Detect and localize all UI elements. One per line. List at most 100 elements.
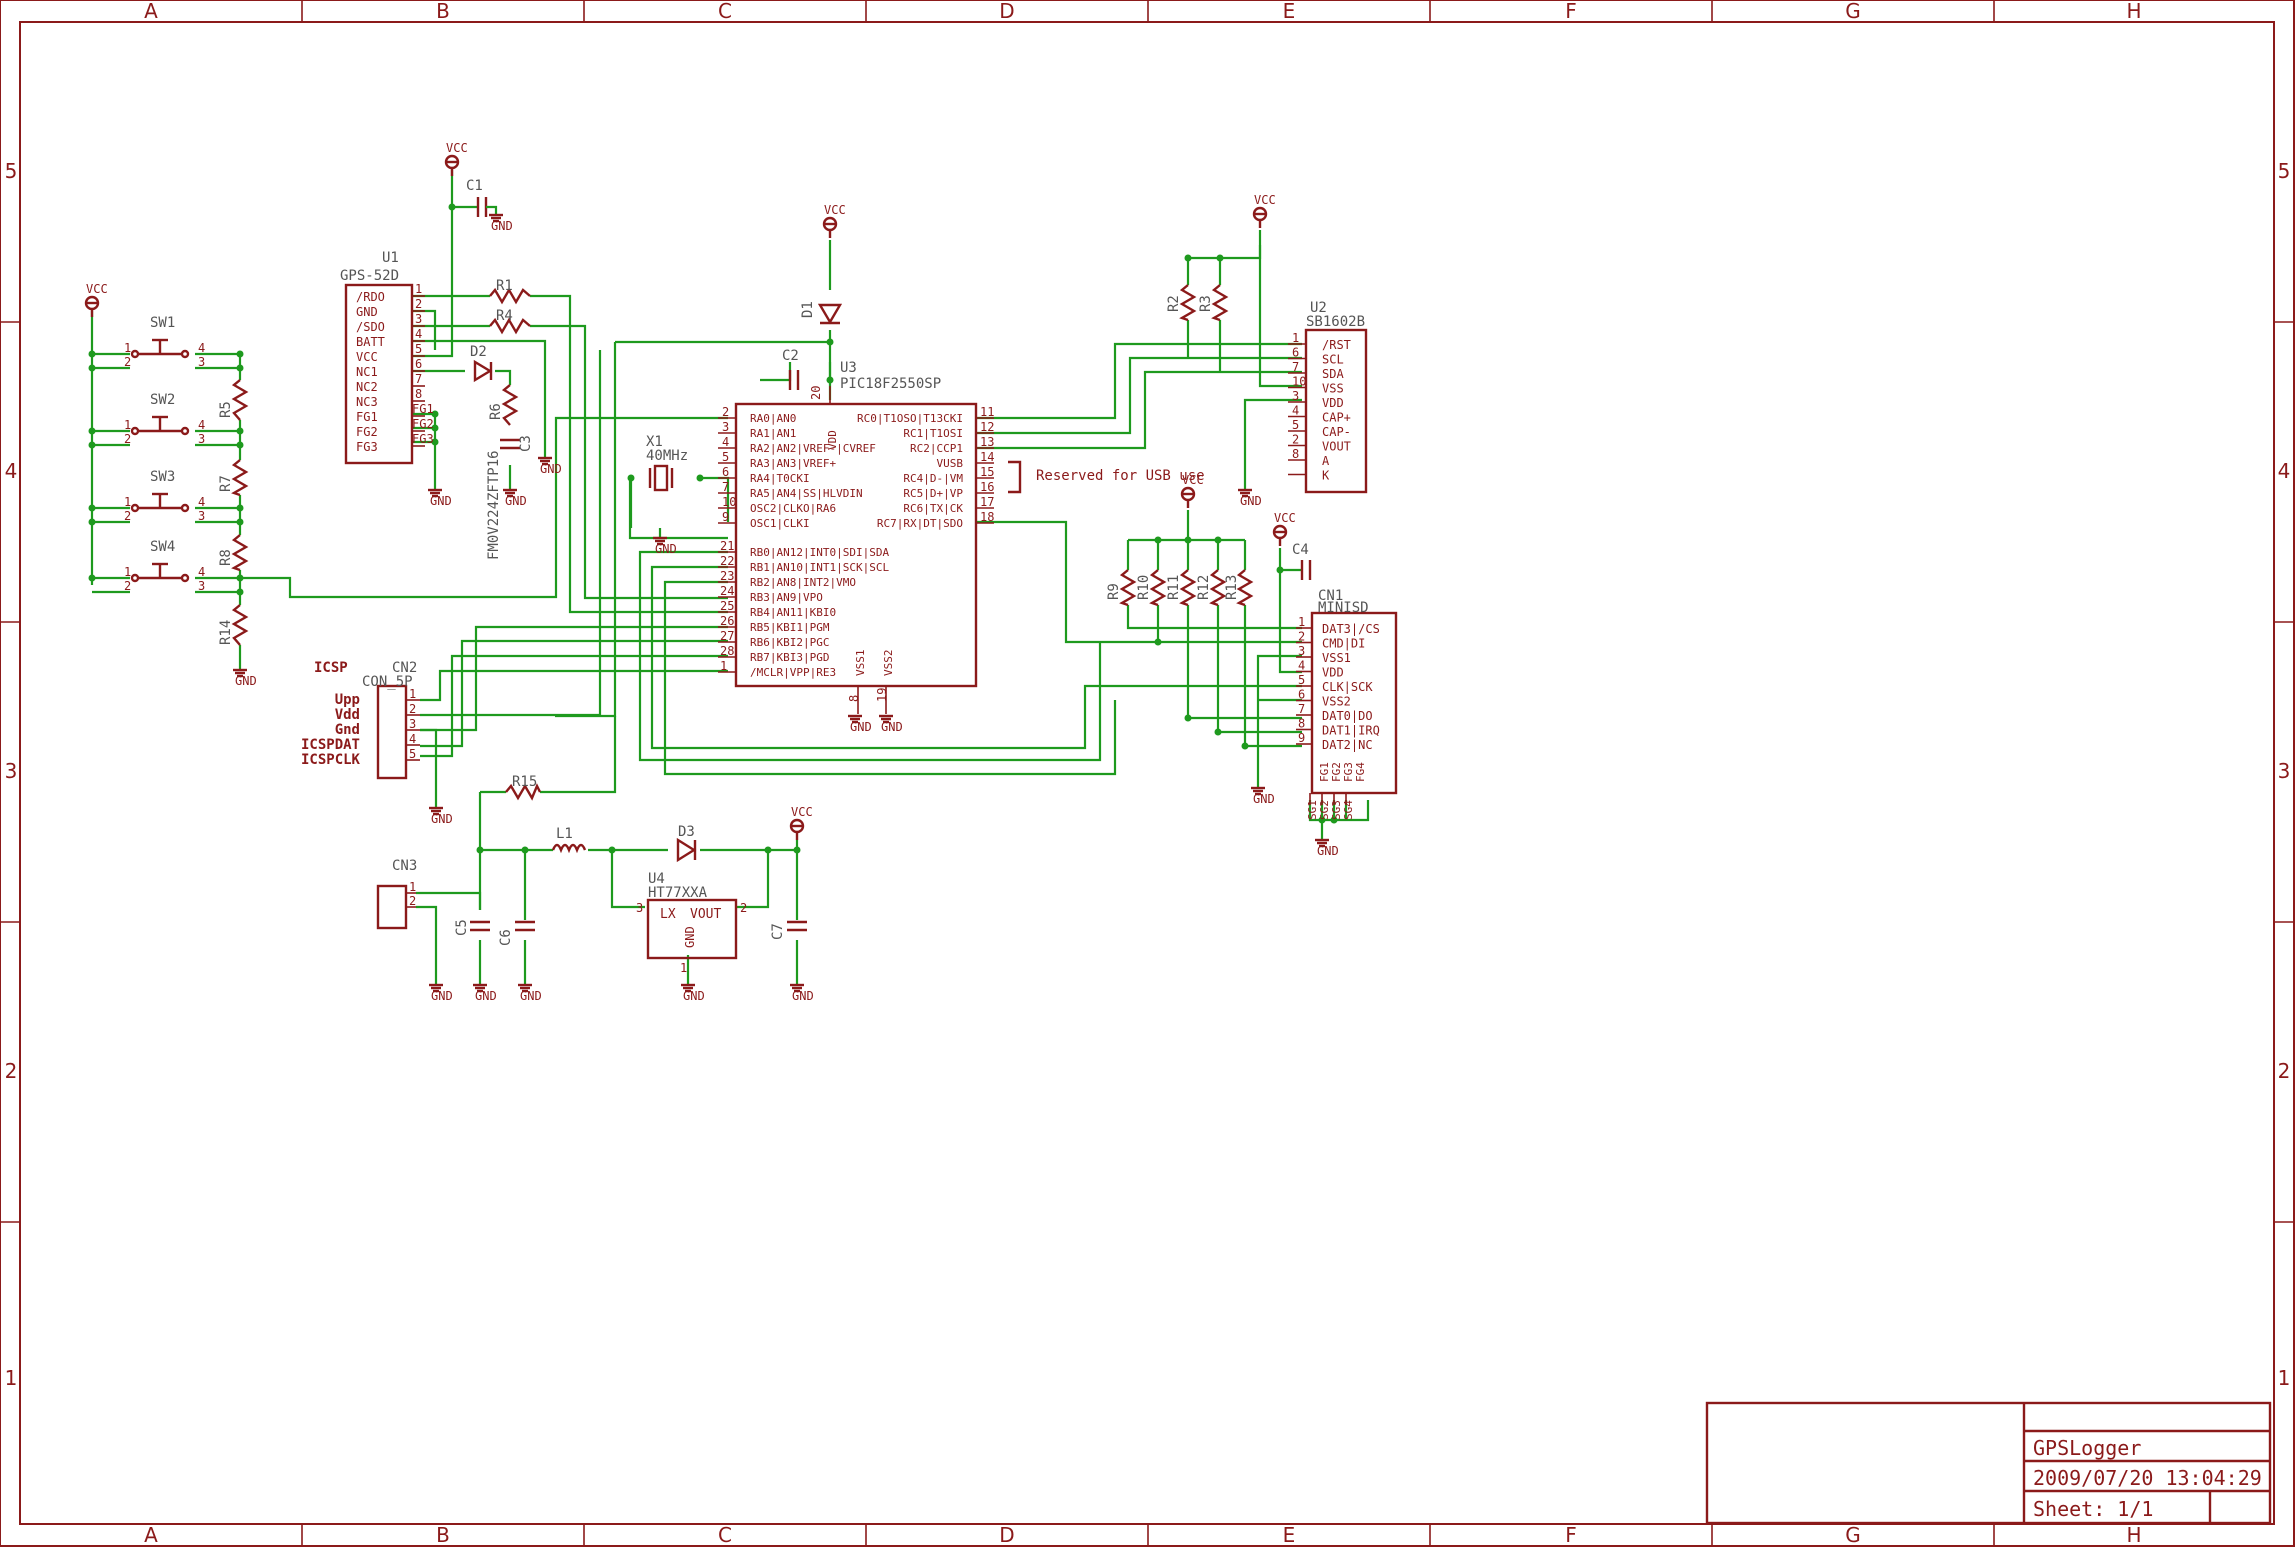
cn1-pin-label-1: CMD|DI: [1322, 637, 1365, 651]
junction-dot: [521, 846, 529, 854]
junction-dot: [1154, 638, 1162, 646]
vcc-symbol: VCC: [1272, 511, 1296, 546]
u3-right-num-4: 15: [980, 465, 994, 479]
row-label-right-2: 2: [2278, 1059, 2291, 1083]
u3-left-num-2: 4: [722, 435, 729, 449]
sw3-pin4: 4: [198, 495, 205, 509]
vcc-label-5: VCC: [1274, 511, 1296, 525]
cn2-pin-num-4: 5: [409, 747, 416, 761]
u1-pin-num-0: 1: [415, 282, 422, 296]
ground-symbol: GND: [790, 983, 814, 1003]
vcc-label-6: VCC: [791, 805, 813, 819]
r3-ref: R3: [1198, 295, 1214, 312]
r6-ref: R6: [488, 403, 504, 420]
cn3-ref: CN3: [392, 858, 417, 874]
u3-left-num-7: 9: [722, 510, 729, 524]
u3-body: [734, 402, 978, 688]
l1-ref: L1: [556, 826, 573, 842]
u1-ref: U1: [382, 250, 399, 266]
u3-vdd-label: VDD: [826, 430, 839, 450]
u3-right-pin-4: RC4|D-|VM: [903, 472, 963, 485]
u2-pin-label-9: K: [1322, 469, 1330, 483]
u4-lx: LX: [660, 907, 676, 922]
vcc-symbol: VCC: [789, 805, 813, 840]
u3-left-pin-3: RA3|AN3|VREF+: [750, 457, 836, 470]
u3-left2-num-1: 22: [720, 554, 734, 568]
u3-left2-num-0: 21: [720, 539, 734, 553]
cn1-value: MINISD: [1318, 600, 1369, 616]
junction-dot: [696, 474, 704, 482]
cn1-pin-label-5: VSS2: [1322, 695, 1351, 709]
u3-left2-pin-4: RB4|AN11|KBI0: [750, 606, 836, 619]
passives: [470, 197, 1312, 932]
row-label-left-5: 5: [5, 159, 18, 183]
u3-left-pin-4: RA4|T0CKI: [750, 472, 810, 485]
r14-symbol: [231, 604, 249, 646]
u3-left-pin-7: OSC1|CLKI: [750, 517, 810, 530]
r5-symbol: [231, 379, 249, 421]
ground-symbol: GND: [1251, 786, 1275, 806]
l1-symbol: [551, 843, 587, 854]
cn3-pin-num-0: 1: [409, 880, 416, 894]
sw4-ref: SW4: [150, 539, 175, 555]
u4-pin-vout-num: 2: [740, 901, 747, 915]
col-label-bottom-e: E: [1283, 1523, 1296, 1547]
c1-symbol: [476, 197, 498, 217]
vcc-label-2: VCC: [824, 203, 846, 217]
pin-lines: [406, 295, 1347, 908]
u3-vdd-num: 20: [809, 386, 823, 400]
cn1-pin-num-8: 9: [1298, 731, 1305, 745]
junction-dot: [793, 846, 801, 854]
title-name: GPSLogger: [2033, 1436, 2141, 1460]
junction-dot: [1154, 536, 1162, 544]
cn2-pin-num-1: 2: [409, 702, 416, 716]
u2-pin-label-4: VDD: [1322, 396, 1344, 410]
cn1-pin-num-2: 3: [1298, 644, 1305, 658]
col-label-top-d: D: [999, 0, 1014, 23]
sw1-pin4: 4: [198, 341, 205, 355]
cn3-pin-num-1: 2: [409, 894, 416, 908]
u1-pin-label-9: FG2: [356, 425, 378, 439]
cn1-fg-1: FG2: [1330, 762, 1343, 782]
ground-symbol: GND: [428, 488, 452, 508]
vcc-symbol: VCC: [84, 282, 108, 317]
ground-symbol: GND: [848, 714, 872, 734]
cn2-pin-num-0: 1: [409, 687, 416, 701]
r9-ref: R9: [1106, 583, 1122, 600]
junction-dot: [431, 410, 439, 418]
u3-left-num-1: 3: [722, 420, 729, 434]
vcc-label-1: VCC: [446, 141, 468, 155]
junction-dot: [88, 574, 96, 582]
vcc-symbol: VCC: [1180, 473, 1204, 508]
row-label-right-5: 5: [2278, 159, 2291, 183]
u1-pin-label-2: /SDO: [356, 320, 385, 334]
sw4-pin2: 2: [124, 579, 131, 593]
u2-pin-num-4: 3: [1292, 389, 1299, 403]
d1-ref: D1: [800, 301, 816, 318]
junction-dot: [236, 350, 244, 358]
r10-symbol: [1149, 569, 1167, 607]
col-label-top-e: E: [1283, 0, 1296, 23]
sw4-pin4: 4: [198, 565, 205, 579]
r12-ref: R12: [1196, 575, 1212, 600]
u4-pin-lx-num: 3: [636, 901, 643, 915]
c3-symbol: [500, 438, 520, 450]
ground-symbol: GND: [538, 456, 562, 476]
cn2-body: [376, 684, 408, 780]
x1-symbol: [648, 464, 674, 492]
col-label-bottom-f: F: [1565, 1523, 1577, 1547]
r13-symbol: [1236, 569, 1254, 607]
junction-dot: [236, 504, 244, 512]
r11-symbol: [1179, 569, 1197, 607]
usb-note: Reserved for USB use: [1036, 468, 1205, 484]
u1-pin-num-3: 4: [415, 327, 422, 341]
r10-ref: R10: [1136, 575, 1152, 600]
junction-dot: [88, 504, 96, 512]
c5-ref: C5: [454, 919, 470, 936]
vcc-symbol: VCC: [822, 203, 846, 238]
vcc-symbol: VCC: [444, 141, 468, 176]
gnd-label-12: GND: [431, 989, 453, 1003]
junction-dot: [88, 427, 96, 435]
vcc-label-3: VCC: [1254, 193, 1276, 207]
u3-right-num-2: 13: [980, 435, 994, 449]
